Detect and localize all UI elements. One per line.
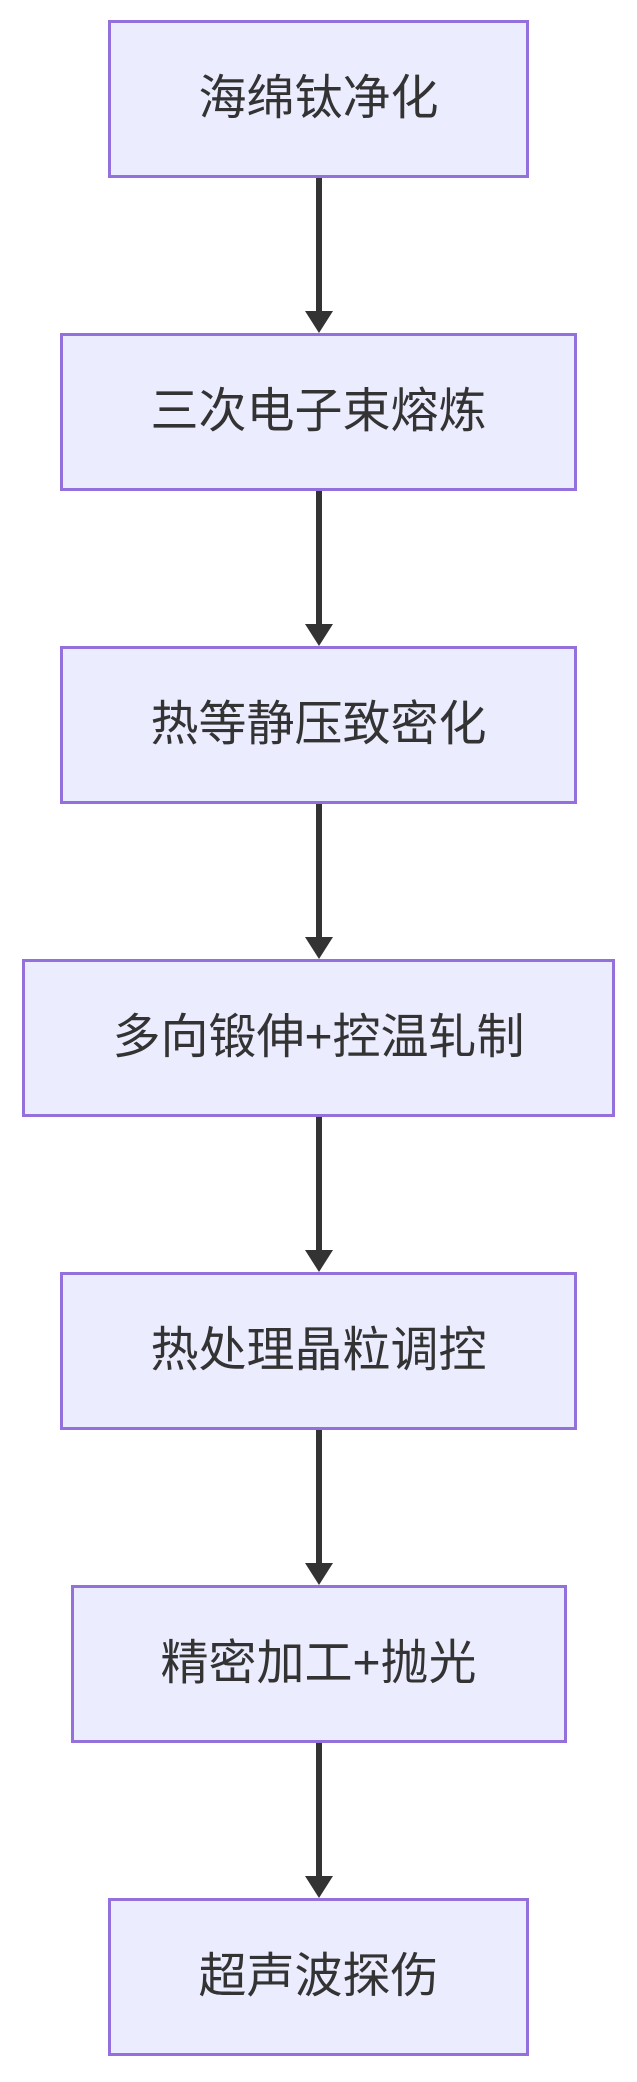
node-label: 热等静压致密化 [150, 698, 487, 751]
arrow-down-icon [304, 1876, 333, 1898]
arrow-line [315, 178, 322, 311]
node-label: 多向锻伸+控温轧制 [112, 1011, 525, 1064]
arrow-line [315, 1743, 322, 1876]
node-heat-treatment-grain-control: 热处理晶粒调控 [60, 1272, 577, 1430]
arrow-down-icon [304, 937, 333, 959]
node-label: 三次电子束熔炼 [150, 385, 487, 438]
arrow-down-icon [304, 311, 333, 333]
node-label: 精密加工+抛光 [160, 1637, 477, 1690]
node-hot-isostatic-pressing: 热等静压致密化 [60, 646, 577, 804]
arrow-line [315, 1430, 322, 1563]
flow-arrow-1-2 [304, 178, 334, 333]
node-precision-machining-polishing: 精密加工+抛光 [70, 1585, 567, 1743]
node-electron-beam-melting: 三次电子束熔炼 [60, 333, 577, 491]
arrow-down-icon [304, 1563, 333, 1585]
flow-arrow-6-7 [304, 1743, 334, 1898]
arrow-down-icon [304, 624, 333, 646]
flow-arrow-3-4 [304, 804, 334, 959]
arrow-line [315, 1117, 322, 1250]
node-label: 海绵钛净化 [198, 72, 439, 125]
flow-arrow-2-3 [304, 491, 334, 646]
node-label: 超声波探伤 [198, 1950, 439, 2003]
arrow-down-icon [304, 1250, 333, 1272]
node-ultrasonic-flaw-detection: 超声波探伤 [108, 1898, 529, 2056]
arrow-line [315, 491, 322, 624]
node-label: 热处理晶粒调控 [150, 1324, 487, 1377]
flow-arrow-5-6 [304, 1430, 334, 1585]
node-sponge-titanium-purification: 海绵钛净化 [108, 20, 529, 178]
node-forging-and-controlled-rolling: 多向锻伸+控温轧制 [22, 959, 615, 1117]
flow-arrow-4-5 [304, 1117, 334, 1272]
arrow-line [315, 804, 322, 937]
